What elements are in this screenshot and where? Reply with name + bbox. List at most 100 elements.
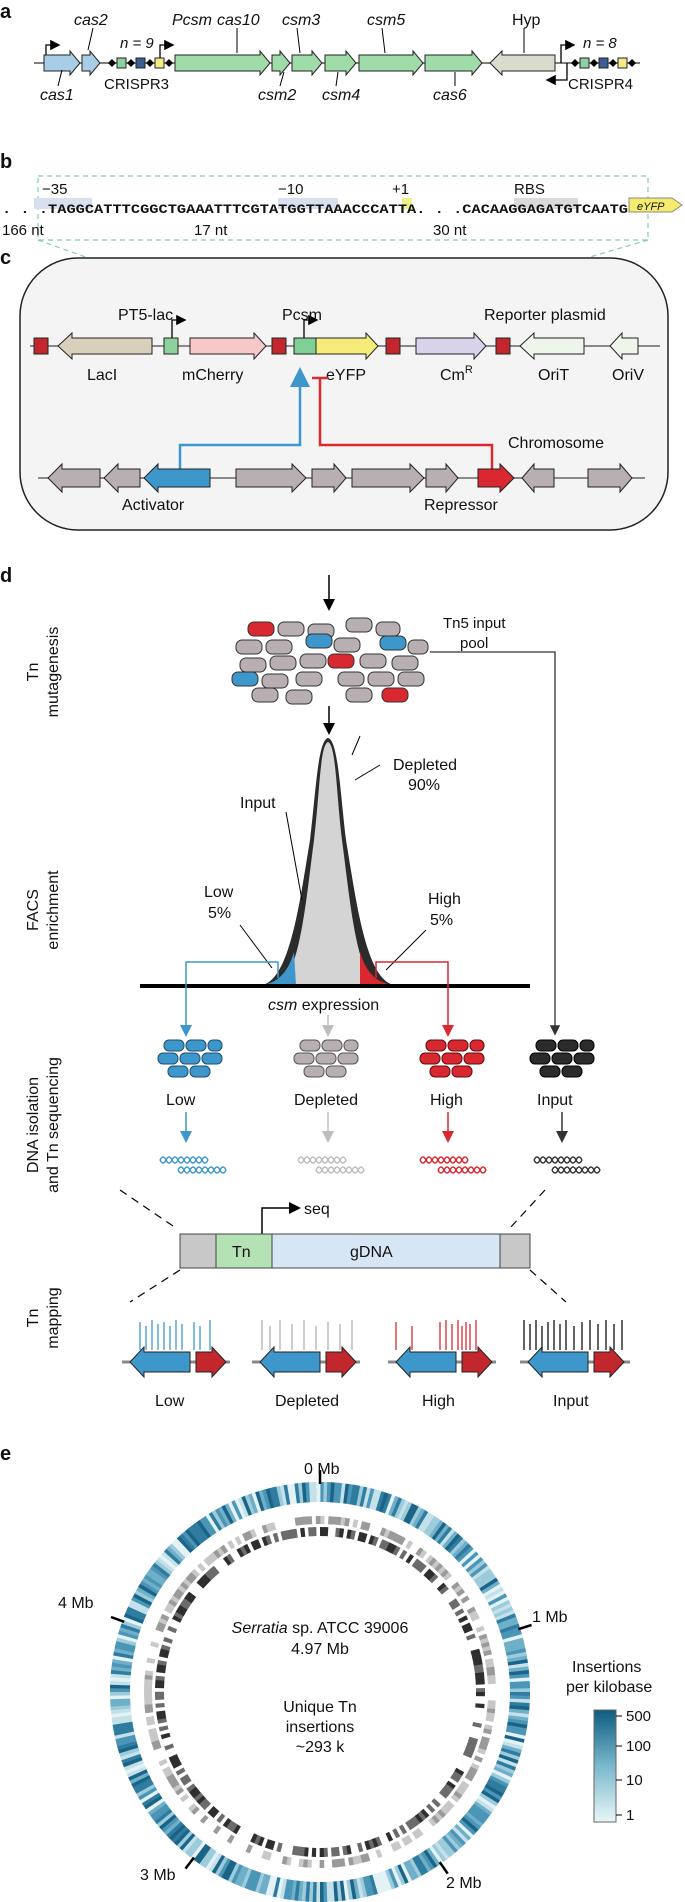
gene-laci [57, 331, 153, 361]
genome-ring-segment [129, 1599, 150, 1612]
genome-ring-segment [484, 1587, 504, 1601]
genome-ring-segment [475, 1571, 495, 1587]
genome-ring-segment [221, 1859, 234, 1880]
genome-ring-segment [468, 1610, 478, 1618]
label-repressor: Repressor [424, 497, 498, 514]
genome-ring-segment [117, 1633, 138, 1643]
panel-c: PT5-lac Pcsm Reporter plasmid LacI mCher… [19, 239, 669, 531]
label-laci: LacI [87, 367, 117, 384]
genome-ring-segment [470, 1762, 480, 1771]
genome-ring-segment [328, 1516, 334, 1525]
genome-ring-segment [224, 1503, 238, 1523]
gene-cas6 [424, 49, 483, 77]
genome-ring-segment [405, 1540, 414, 1550]
genome-ring-segment [439, 1837, 455, 1856]
cluster-input [529, 1039, 595, 1078]
genome-ring-segment [210, 1808, 220, 1819]
genome-ring-segment [470, 1648, 481, 1655]
genome-ring-segment [175, 1588, 185, 1597]
genome-ring-segment [442, 1803, 452, 1813]
genome-ring-segment [122, 1756, 143, 1768]
genome-ring-segment [227, 1540, 236, 1550]
label-sample-depleted: Depleted [294, 1092, 358, 1109]
cluster-depleted [293, 1039, 359, 1078]
label-0mb: 0 Mb [304, 1461, 340, 1478]
genome-ring-segment [490, 1772, 511, 1785]
genome-ring-segment [179, 1832, 196, 1851]
genome-ring-segment [146, 1720, 156, 1726]
genome-ring-segment [492, 1769, 512, 1782]
genome-ring-segment [487, 1679, 496, 1685]
genome-ring-segment [489, 1596, 509, 1610]
genome-ring-segment [160, 1613, 170, 1622]
genome-ring-segment [487, 1700, 496, 1706]
label-map-high: High [422, 1393, 455, 1410]
genome-ring-segment [171, 1760, 182, 1769]
genome-ring-segment [265, 1851, 272, 1861]
genome-ring-segment [411, 1856, 425, 1876]
genome-ring-segment [119, 1626, 140, 1637]
genome-ring-segment [202, 1849, 217, 1869]
genome-ring-segment [484, 1784, 504, 1798]
promoter-sequence: . . .TAGGCATTTCGGCTGAAATTTCGTATGGTTAAACC… [2, 203, 628, 217]
label-seq: seq [304, 1201, 330, 1218]
genome-ring-segment [390, 1842, 398, 1852]
genome-ring-segment [131, 1596, 151, 1609]
genome-ring-segment [381, 1493, 393, 1514]
genome-ring-segment [193, 1843, 209, 1862]
genome-ring-segment [436, 1582, 447, 1592]
genome-ring-segment [400, 1862, 413, 1883]
genome-ring-segment [508, 1708, 530, 1715]
genome-ring-segment [199, 1576, 209, 1586]
genome-ring-segment [505, 1648, 527, 1657]
label-low-hist: Low [204, 884, 234, 901]
genome-ring-segment [217, 1858, 231, 1878]
genome-ring-segment [179, 1533, 196, 1551]
genome-ring-segment [456, 1546, 474, 1563]
genome-ring-segment [396, 1864, 409, 1884]
label-pt5lac: PT5-lac [118, 307, 173, 324]
genome-ring-segment [494, 1609, 515, 1622]
genome-ring-segment [132, 1593, 153, 1606]
genome-ring-segment [177, 1604, 188, 1613]
genome-ring-segment [487, 1593, 508, 1607]
genome-ring-segment [157, 1718, 167, 1724]
genome-ring-segment [469, 1562, 488, 1578]
genome-ring-segment [423, 1568, 433, 1578]
genome-ring-segment [303, 1516, 309, 1525]
genome-ring-segment [496, 1613, 517, 1625]
label-csm-expression: csm expression [268, 997, 379, 1014]
gene-cas1 [43, 49, 81, 77]
label-pcsm: Pcsm [172, 12, 212, 29]
genome-ring-segment [371, 1536, 379, 1547]
genome-ring-segment [171, 1540, 189, 1558]
genome-ring-segment [154, 1808, 173, 1825]
row-label-facs-2: enrichment [45, 870, 62, 950]
genome-ring-segment [175, 1787, 185, 1796]
genome-ring-segment [509, 1677, 530, 1683]
genome-ring-segment [372, 1873, 382, 1894]
genome-ring-segment [454, 1608, 465, 1617]
genome-ring-segment [155, 1703, 165, 1708]
genome-ring-segment [160, 1644, 171, 1651]
genome-ring-segment [222, 1818, 232, 1828]
genome-ring-segment [501, 1630, 522, 1640]
genome-ring-segment [355, 1877, 364, 1899]
genome-ring-segment [367, 1839, 375, 1849]
genome-ring-segment [423, 1849, 438, 1869]
genome-ring-segment [196, 1579, 206, 1589]
genome-ring-segment [190, 1806, 200, 1815]
genome-ring-segment [475, 1798, 495, 1813]
genome-ring-segment [241, 1495, 253, 1516]
genome-ring-segment [230, 1864, 243, 1884]
genome-ring-segment [258, 1873, 268, 1894]
label-high-hist: High [428, 891, 461, 908]
genome-ring-segment [459, 1548, 477, 1566]
genome-ring-segment [405, 1859, 419, 1880]
genome-ring-segment [406, 1504, 419, 1525]
genome-ring-segment [162, 1766, 172, 1774]
genome-ring-segment [186, 1783, 196, 1793]
genome-ring-segment [234, 1536, 243, 1546]
genome-ring-segment [110, 1687, 130, 1692]
genome-ring-segment [431, 1843, 447, 1863]
